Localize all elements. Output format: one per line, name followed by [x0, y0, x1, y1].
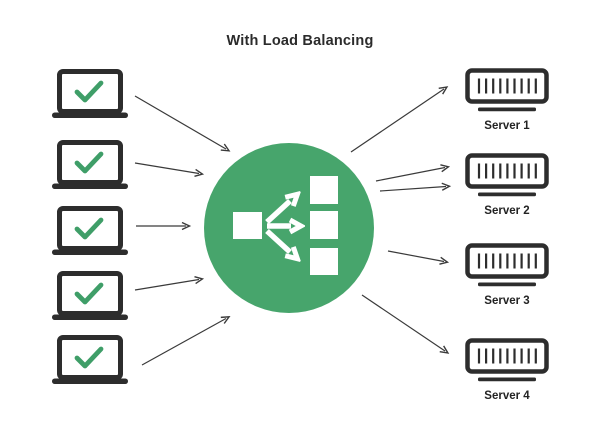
lb-arrow-down	[265, 228, 290, 252]
server-rack-icon	[465, 68, 549, 112]
check-icon	[74, 217, 104, 240]
laptop-check-icon	[52, 206, 128, 255]
client-laptop-3	[51, 206, 129, 256]
laptop-check-icon	[52, 69, 128, 118]
client-laptop-1	[51, 69, 129, 119]
check-icon	[74, 151, 104, 174]
client-laptop-2	[51, 140, 129, 190]
server-node-1: Server 1	[465, 68, 549, 132]
arrow-client5-to-lb	[141, 316, 231, 366]
arrow-client1-to-lb	[134, 95, 231, 152]
server-label: Server 2	[484, 205, 530, 217]
check-icon	[74, 80, 104, 103]
arrow-lb-to-server2-a	[375, 164, 451, 182]
server-label: Server 1	[484, 120, 530, 132]
laptop-check-icon	[52, 271, 128, 320]
lb-output-square-3	[310, 248, 338, 275]
diagram-title: With Load Balancing	[226, 33, 374, 49]
arrow-client4-to-lb	[134, 276, 205, 291]
server-label: Server 4	[484, 390, 530, 402]
lb-input-square	[233, 212, 262, 239]
laptop-check-icon	[52, 335, 128, 384]
laptop-check-icon	[52, 140, 128, 189]
arrow-lb-to-server3	[387, 250, 450, 265]
client-laptop-5	[51, 335, 129, 385]
check-icon	[74, 346, 104, 369]
check-icon	[74, 282, 104, 305]
load-balancer-node	[204, 143, 374, 313]
client-laptop-4	[51, 271, 129, 321]
server-node-2: Server 2	[465, 153, 549, 217]
server-rack-icon	[465, 338, 549, 382]
load-balancer-icon	[204, 143, 374, 313]
arrow-lb-to-server2-b	[379, 182, 452, 192]
lb-arrow-up	[265, 201, 290, 225]
server-label: Server 3	[484, 295, 530, 307]
arrow-lb-to-server4	[361, 294, 450, 354]
server-node-3: Server 3	[465, 243, 549, 307]
lb-output-square-2	[310, 211, 338, 239]
server-node-4: Server 4	[465, 338, 549, 402]
arrow-client2-to-lb	[134, 162, 205, 177]
server-rack-icon	[465, 153, 549, 197]
arrow-lb-to-server1	[350, 86, 449, 153]
lb-output-square-1	[310, 176, 338, 204]
server-rack-icon	[465, 243, 549, 287]
